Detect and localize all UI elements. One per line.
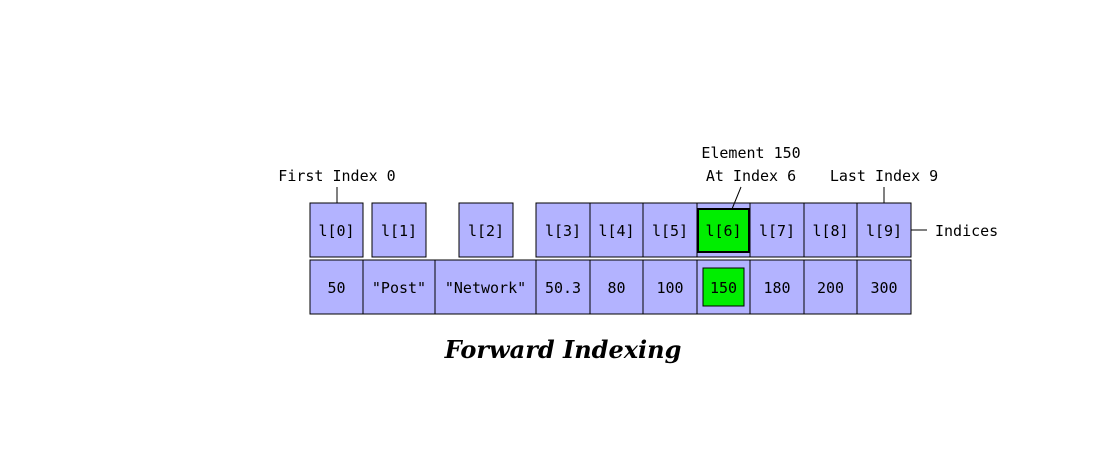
value-cell-label: 50 (327, 279, 345, 297)
index-cell (309, 202, 364, 258)
value-cell-label: 150 (710, 279, 737, 297)
diagram-title: Forward Indexing (444, 335, 682, 364)
value-cell (362, 259, 436, 315)
value-cell (589, 259, 644, 315)
element-label-line1: Element 150 (701, 144, 800, 162)
value-cell-label: 80 (607, 279, 625, 297)
value-cell (309, 259, 364, 315)
value-cell-label: 100 (656, 279, 683, 297)
value-cell-label: 50.3 (545, 279, 581, 297)
value-cell-label: 200 (817, 279, 844, 297)
index-cell-label: l[3] (545, 222, 581, 240)
index-cell-label: l[6] (705, 222, 741, 240)
index-cell-label: l[0] (318, 222, 354, 240)
value-cell (642, 259, 698, 315)
index-cell-label: l[9] (866, 222, 902, 240)
element-leader (731, 186, 742, 210)
value-cell (749, 259, 805, 315)
value-cell (434, 259, 537, 315)
index-cell (803, 202, 858, 258)
index-cell-label: l[5] (652, 222, 688, 240)
index-cell (749, 202, 805, 258)
value-cell-label: 300 (870, 279, 897, 297)
index-cell (642, 202, 698, 258)
index-cell-label: l[8] (812, 222, 848, 240)
index-cell-label: l[4] (598, 222, 634, 240)
cells-layer: l[0] l[1] l[2] l[3] l[4] l[5] l[6] l[7] l[8] l[9]… (309, 202, 912, 315)
index-cell (589, 202, 644, 258)
last-index-label: Last Index 9 (830, 167, 938, 185)
index-cell (371, 202, 427, 258)
value-cell-label: "Network" (445, 279, 526, 297)
index-cell-highlight (697, 208, 750, 253)
element-label-line2: At Index 6 (706, 167, 796, 185)
value-cell-label: "Post" (372, 279, 426, 297)
value-cell (856, 259, 912, 315)
index-cell-label: l[2] (468, 222, 504, 240)
indices-label: Indices (935, 222, 998, 240)
first-index-label: First Index 0 (278, 167, 395, 185)
index-cell (458, 202, 514, 258)
index-cell-label: l[1] (381, 222, 417, 240)
index-cell-label: l[7] (759, 222, 795, 240)
value-cell (803, 259, 858, 315)
value-cell-label: 180 (763, 279, 790, 297)
value-cell-highlight (702, 267, 745, 307)
